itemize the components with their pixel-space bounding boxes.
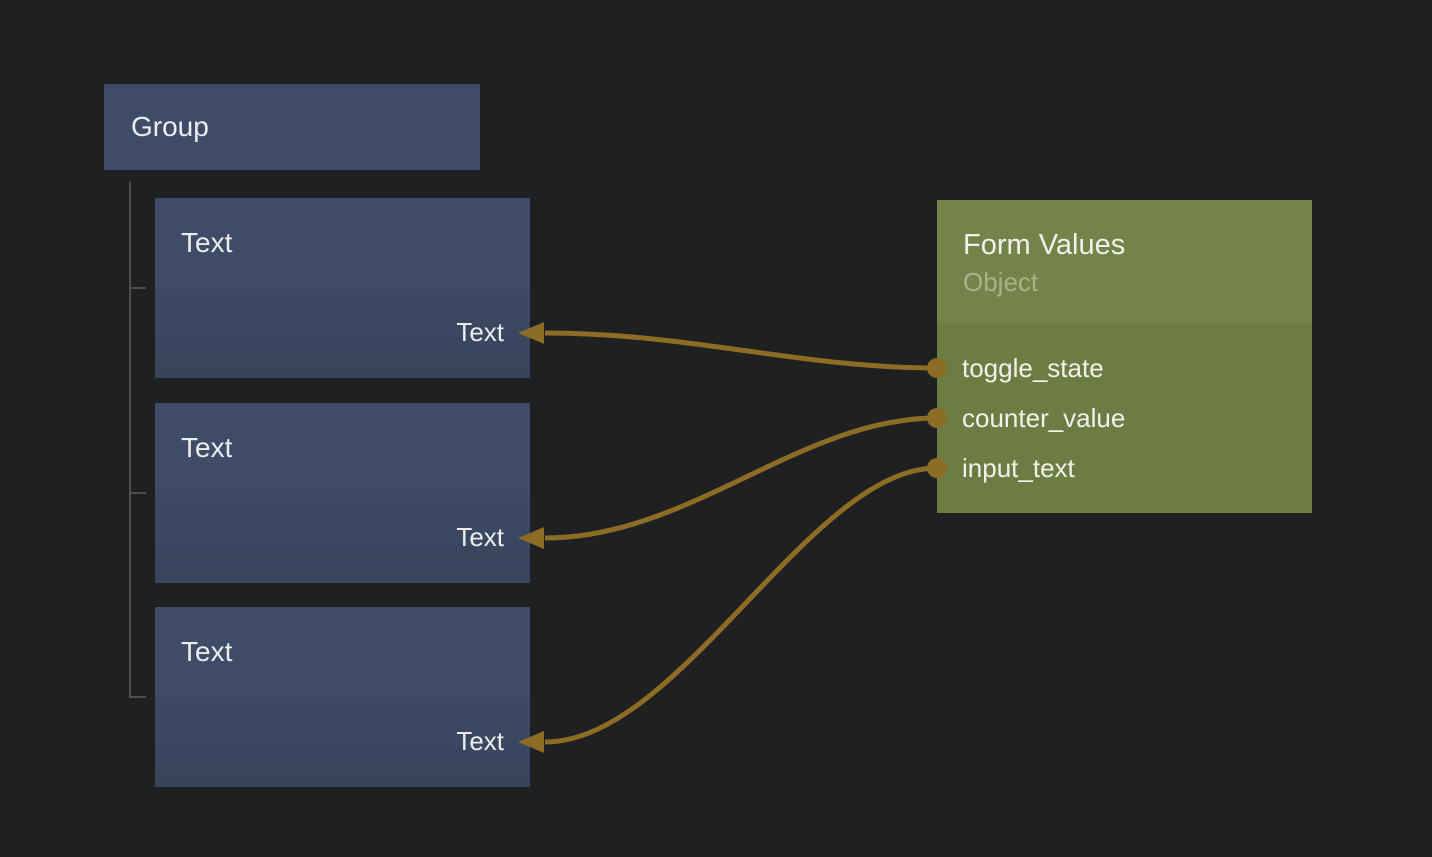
output-field-counter_value[interactable]: counter_value [962,393,1312,443]
form-values-header[interactable]: Form Values Object [937,200,1312,323]
form-values-node[interactable]: Form Values Object toggle_state counter_… [937,200,1312,513]
text-node-3-header[interactable]: Text [155,607,530,696]
wire-toggle_state-to-text-node-1[interactable] [544,330,938,371]
text-node-3-body: Text [155,696,530,787]
text-node-1-body: Text [155,287,530,378]
text-node-1[interactable]: Text Text [155,198,530,378]
group-children-connector [129,182,146,698]
text-node-2-body: Text [155,492,530,583]
group-node-title: Group [131,111,209,142]
text-node-3-input-port-label[interactable]: Text [456,726,504,756]
text-node-1-title: Text [181,226,233,258]
form-values-body: toggle_state counter_value input_text [937,323,1312,513]
output-field-counter_value-label: counter_value [962,402,1126,433]
text-node-3[interactable]: Text Text [155,607,530,787]
output-field-toggle_state[interactable]: toggle_state [962,343,1312,393]
wire-counter_value-to-text-node-2[interactable] [544,415,938,541]
form-values-subtitle: Object [963,266,1039,297]
text-node-2[interactable]: Text Text [155,403,530,583]
text-node-1-input-port-label[interactable]: Text [456,317,504,347]
text-node-1-header[interactable]: Text [155,198,530,287]
group-node[interactable]: Group [104,84,480,170]
text-node-3-title: Text [181,635,233,667]
text-node-2-input-port-label[interactable]: Text [456,522,504,552]
output-field-input_text[interactable]: input_text [962,443,1312,493]
text-node-2-title: Text [181,431,233,463]
form-values-title: Form Values [963,228,1126,261]
output-field-input_text-label: input_text [962,452,1075,483]
text-node-2-header[interactable]: Text [155,403,530,492]
output-field-toggle_state-label: toggle_state [962,352,1104,383]
wire-input_text-to-text-node-3[interactable] [544,465,938,745]
